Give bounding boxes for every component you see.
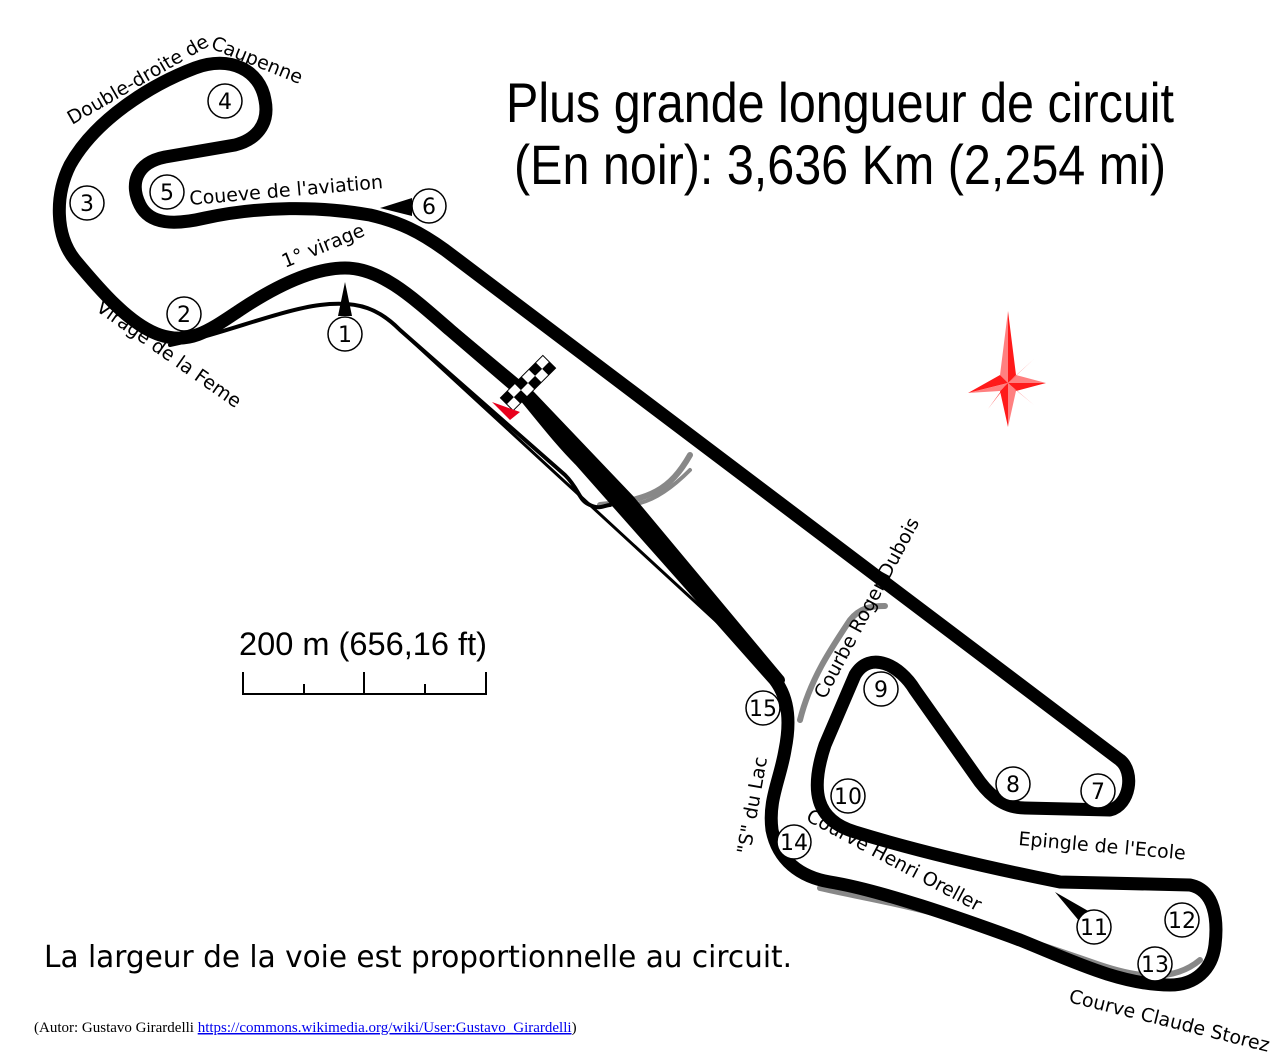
scale-bar: 200 m (656,16 ft) [239,626,487,695]
alt-lake-section [797,603,888,723]
corner-marker-8: 8 [995,766,1031,802]
corner-number-5: 5 [160,181,174,206]
corner-marker-10: 10 [830,778,866,814]
thin-track-sections [168,301,782,682]
corner-marker-5: 5 [149,174,185,210]
compass-rose-icon [968,311,1046,427]
corner-markers: 1 2 3 4 5 6 7 8 9 10 11 12 13 14 15 [69,83,1200,982]
corner-number-9: 9 [874,678,888,703]
corner-number-4: 4 [218,90,232,115]
corner-number-1: 1 [338,323,352,348]
credit-suffix: ) [572,1020,577,1036]
label-caupenne-a: Double-droite de [64,31,213,130]
corner-number-6: 6 [422,195,436,220]
corner-11-pointer-icon [1055,892,1090,922]
main-track [52,56,1223,992]
corner-number-13: 13 [1141,953,1169,978]
corner-marker-13: 13 [1137,946,1173,982]
corner-number-7: 7 [1091,780,1105,805]
corner-6-pointer-icon [380,198,412,216]
corner-marker-6: 6 [411,188,447,224]
start-direction-arrow-icon [492,402,520,420]
corner-marker-14: 14 [776,824,812,860]
corner-number-10: 10 [834,785,862,810]
author-link[interactable]: https://commons.wikimedia.org/wiki/User:… [198,1020,572,1036]
corner-marker-12: 12 [1164,902,1200,938]
checkered-flag-icon [499,354,557,412]
corner-number-8: 8 [1006,773,1020,798]
label-corner-7: Epingle de l'Ecole [1018,828,1187,865]
corner-marker-9: 9 [863,671,899,707]
corner-number-15: 15 [749,697,777,722]
corner-number-14: 14 [780,831,808,856]
credit-prefix: (Autor: Gustavo Girardelli [34,1020,198,1036]
corner-number-3: 3 [80,192,94,217]
label-corner-13: Courve Claude Storez [1067,986,1272,1056]
author-credit: (Autor: Gustavo Girardelli https://commo… [34,1020,577,1036]
corner-1-pointer-icon [338,282,352,316]
corner-marker-4: 4 [207,83,243,119]
corner-marker-15: 15 [745,690,781,726]
title-line-2: (En noir): 3,636 Km (2,254 mi) [514,133,1166,196]
corner-marker-7: 7 [1080,773,1116,809]
title-line-1: Plus grande longueur de circuit [506,71,1174,134]
alt-link-straight-inner [638,468,692,505]
corner-marker-3: 3 [69,185,105,221]
corner-number-11: 11 [1080,916,1108,941]
corner-marker-1: 1 [327,316,363,352]
width-note: La largeur de la voie est proportionnell… [44,940,792,975]
corner-number-12: 12 [1168,909,1196,934]
scale-label: 200 m (656,16 ft) [239,626,487,662]
corner-number-2: 2 [177,303,191,328]
corner-marker-2: 2 [166,296,202,332]
corner-marker-11: 11 [1076,909,1112,945]
pit-straight [435,315,785,685]
